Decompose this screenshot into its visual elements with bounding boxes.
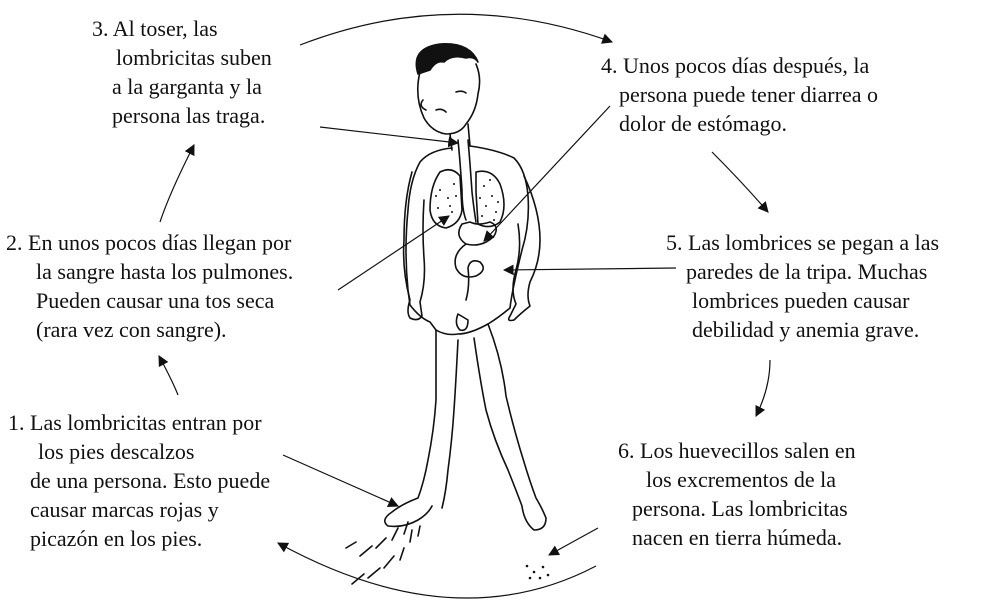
step-1-caption: 1. Las lombricitas entran por los pies d… xyxy=(8,408,270,553)
step-3-line-1: 3. Al toser, las xyxy=(92,16,218,41)
step-6-caption: 6. Los huevecillos salen en los excremen… xyxy=(618,436,856,552)
step-6-line-2: los excrementos de la xyxy=(646,467,836,492)
torso xyxy=(405,145,530,331)
step-3-line-3: a la garganta y la xyxy=(112,74,262,99)
step-3-line-2: lombricitas suben xyxy=(116,45,272,70)
step-6-line-4: nacen en tierra húmeda. xyxy=(632,525,843,550)
left-arm xyxy=(402,171,426,321)
windpipe xyxy=(457,139,477,223)
step-1-line-4: causar marcas rojas y xyxy=(30,497,219,522)
step-1-line-3: de una persona. Esto puede xyxy=(30,468,271,493)
right-lung xyxy=(475,170,505,228)
left-leg xyxy=(384,329,459,528)
step-5-caption: 5. Las lombrices se pegan a las paredes … xyxy=(666,228,939,344)
left-lung xyxy=(429,168,463,229)
right-arm xyxy=(507,175,541,322)
step-4-line-2: persona puede tener diarrea o xyxy=(619,82,878,107)
egg-dots xyxy=(525,564,550,580)
step-5-line-2: paredes de la tripa. Muchas xyxy=(686,259,928,284)
pointer-arrow-soil xyxy=(548,527,599,556)
head xyxy=(416,63,481,135)
stomach xyxy=(458,221,498,246)
step-4-line-3: dolor de estómago. xyxy=(619,111,788,136)
pointer-arrow-stomach xyxy=(483,105,611,242)
cycle-arc-left-upper xyxy=(159,144,195,223)
step-1-line-1: 1. Las lombricitas entran por xyxy=(8,410,262,435)
cycle-arc-right-upper xyxy=(711,151,769,213)
step-2-line-1: 2. En unos pocos días llegan por xyxy=(6,230,292,255)
genitals xyxy=(455,313,469,332)
step-2-caption: 2. En unos pocos días llegan por la sang… xyxy=(6,228,293,344)
ground-marks-left xyxy=(345,521,421,585)
step-6-line-3: persona. Las lombricitas xyxy=(632,496,848,521)
cycle-arc-right-lower xyxy=(755,359,771,417)
step-4-caption: 4. Unos pocos días después, la persona p… xyxy=(601,51,878,138)
right-leg xyxy=(473,323,547,531)
step-5-line-4: debilidad y anemia grave. xyxy=(692,317,920,342)
pointer-arrow-feet xyxy=(282,454,399,507)
pointer-arrow-throat xyxy=(319,126,460,148)
step-4-line-1: 4. Unos pocos días después, la xyxy=(601,53,870,78)
step-5-line-3: lombrices pueden causar xyxy=(692,288,910,313)
hair xyxy=(415,43,479,75)
step-5-line-1: 5. Las lombrices se pegan a las xyxy=(666,230,940,255)
step-2-line-3: Pueden causar una tos seca xyxy=(36,288,275,313)
step-3-line-4: persona las traga. xyxy=(112,103,266,128)
step-2-line-4: (rara vez con sangre). xyxy=(36,317,227,342)
step-3-caption: 3. Al toser, las lombricitas suben a la … xyxy=(92,14,272,130)
child-figure xyxy=(345,43,547,585)
cycle-arc-bottom xyxy=(277,542,597,599)
step-2-line-2: la sangre hasta los pulmones. xyxy=(36,259,294,284)
cycle-arc-top xyxy=(299,13,614,46)
step-1-line-5: picazón en los pies. xyxy=(30,526,203,551)
intestine xyxy=(454,243,484,301)
pointer-arrow-intestine xyxy=(502,264,677,276)
step-6-line-1: 6. Los huevecillos salen en xyxy=(618,438,856,463)
pointer-arrow-lungs xyxy=(337,215,450,291)
step-1-line-2: los pies descalzos xyxy=(38,439,195,464)
cycle-arc-left-lower xyxy=(158,355,179,396)
